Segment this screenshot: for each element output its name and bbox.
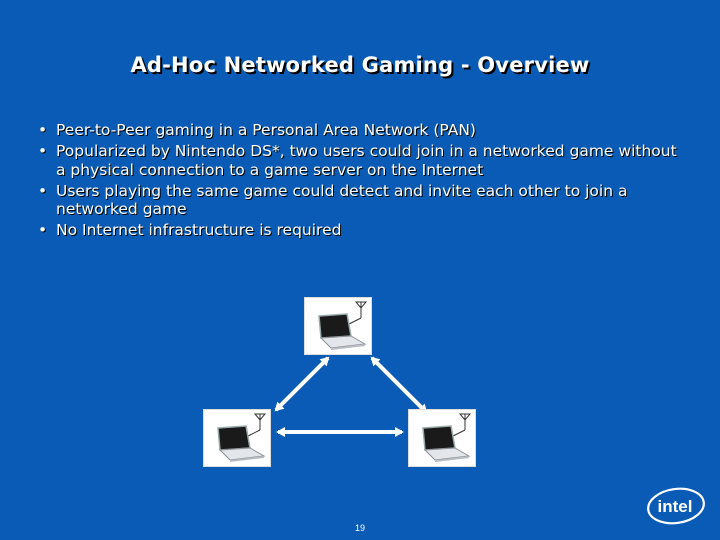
bullet-icon: •: [38, 142, 48, 161]
antenna-icon: [247, 413, 267, 437]
laptop-device-right: [408, 409, 476, 467]
bullet-item: • Peer-to-Peer gaming in a Personal Area…: [38, 121, 678, 139]
double-arrow-icon: [370, 356, 428, 414]
intel-logo-text: intel: [658, 497, 693, 516]
double-arrow-icon: [274, 356, 330, 412]
laptop-icon: [318, 301, 368, 350]
bullet-icon: •: [38, 221, 48, 240]
bullet-text: Users playing the same game could detect…: [56, 181, 628, 219]
bullet-list: • Peer-to-Peer gaming in a Personal Area…: [38, 121, 678, 243]
bullet-icon: •: [38, 181, 48, 200]
slide-title: Ad-Hoc Networked Gaming - Overview: [130, 53, 590, 77]
laptop-device-left: [203, 409, 271, 467]
bullet-item: • No Internet infrastructure is required: [38, 221, 678, 239]
laptop-device-top: [304, 297, 372, 355]
bullet-text: Peer-to-Peer gaming in a Personal Area N…: [56, 121, 476, 139]
antenna-icon: [452, 413, 472, 437]
bullet-item: • Users playing the same game could dete…: [38, 182, 678, 219]
bullet-text: Popularized by Nintendo DS*, two users c…: [56, 142, 677, 179]
laptop-icon: [217, 413, 267, 462]
bullet-item: • Popularized by Nintendo DS*, two users…: [38, 142, 678, 179]
laptop-icon: [422, 413, 472, 462]
bullet-icon: •: [38, 121, 48, 139]
antenna-icon: [348, 301, 368, 325]
intel-logo: intel: [647, 487, 705, 525]
page-number: 19: [354, 523, 365, 533]
bullet-text: No Internet infrastructure is required: [56, 221, 342, 240]
